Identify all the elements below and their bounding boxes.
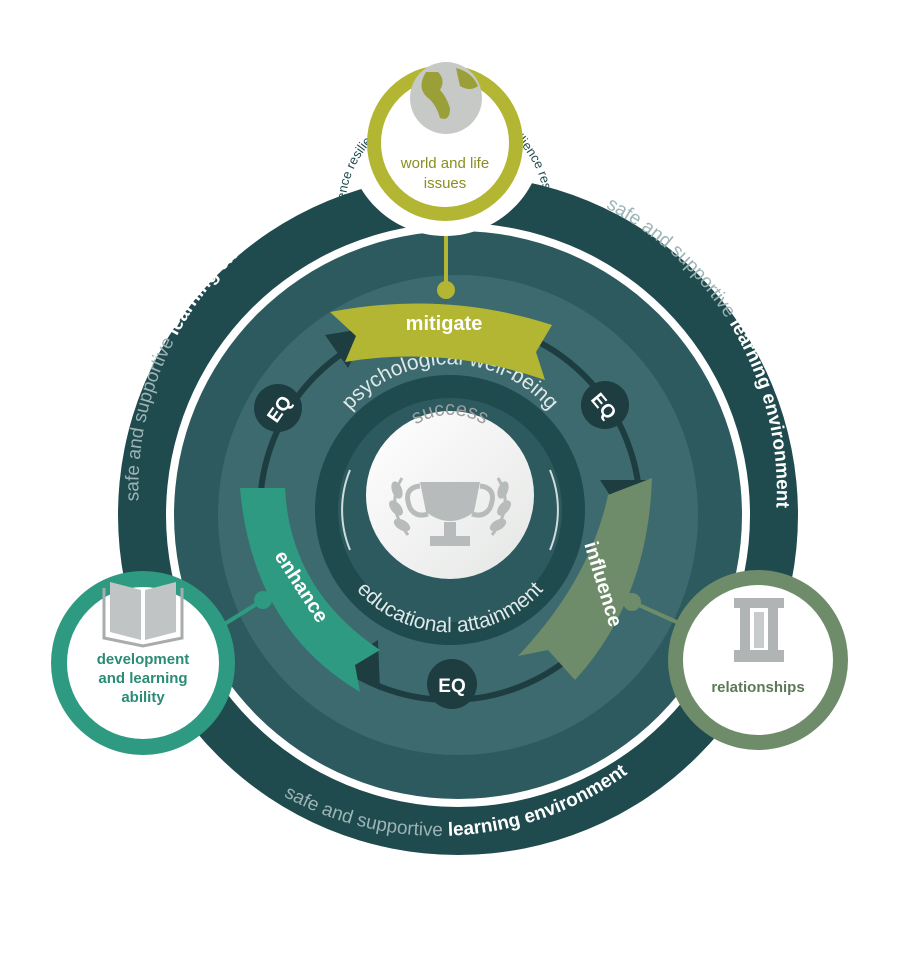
pillar-icon xyxy=(734,598,784,662)
svg-text:relationships: relationships xyxy=(711,679,804,696)
core-arc-left xyxy=(341,469,351,551)
svg-text:EQ: EQ xyxy=(438,676,465,697)
influence-banner: influence xyxy=(518,478,652,680)
svg-text:development: development xyxy=(97,651,190,668)
eq-badge-left: EQ xyxy=(254,384,302,432)
connector-top-dot xyxy=(437,281,455,299)
node-development: development and learning ability xyxy=(51,571,235,755)
node-relationships: relationships xyxy=(668,570,848,750)
globe-icon xyxy=(410,62,482,134)
svg-text:issues: issues xyxy=(424,175,467,192)
svg-text:and learning: and learning xyxy=(98,670,187,687)
eq-badge-bottom: EQ xyxy=(427,659,477,709)
svg-text:ability: ability xyxy=(121,689,165,706)
eq-badge-right: EQ xyxy=(581,381,629,429)
open-book-icon xyxy=(102,582,184,648)
trophy-icon xyxy=(389,477,511,546)
svg-text:mitigate: mitigate xyxy=(406,313,483,335)
node-world-issues: resilience resilience resilience resilie… xyxy=(0,0,557,236)
mitigate-banner: mitigate xyxy=(330,303,552,380)
connector-right-dot xyxy=(623,593,641,611)
core-arc-right xyxy=(549,469,559,551)
connector-left-dot xyxy=(254,591,272,609)
svg-text:world and life: world and life xyxy=(400,155,489,172)
